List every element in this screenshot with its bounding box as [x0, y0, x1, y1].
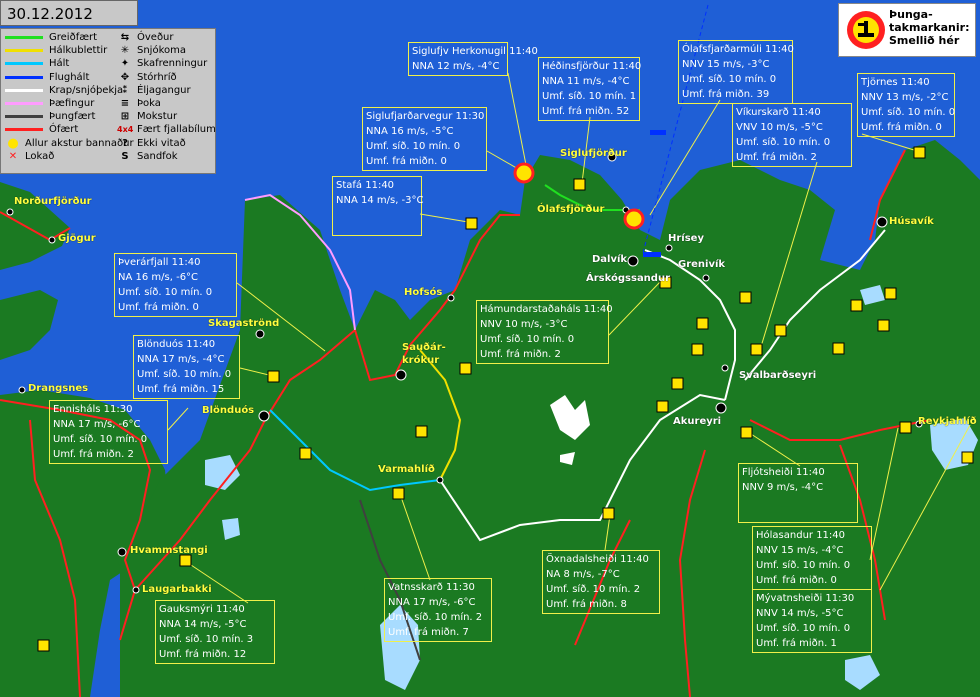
legend-row-road: Ófært — [5, 123, 134, 136]
snow-patches — [550, 395, 590, 465]
legend-row-weather: ✦Skafrenningur — [117, 57, 216, 70]
legend-row-road: Krap/snjóþekja — [5, 84, 134, 97]
legend-row-road: Flughált — [5, 71, 134, 84]
lakes — [205, 285, 978, 690]
town-label[interactable]: Blönduós — [202, 405, 255, 416]
snow-showers-icon: ⁑ — [122, 84, 128, 96]
town-label[interactable]: Árskógssandur — [586, 273, 671, 284]
red-x-icon: ✕ — [8, 150, 18, 162]
drifting-snow-icon: ✦ — [120, 58, 130, 70]
town-label[interactable]: Drangsnes — [28, 383, 89, 394]
restrictions-text: Þunga- takmarkanir: Smellið hér — [889, 8, 970, 47]
town-label[interactable]: Reykjahlíð — [918, 416, 977, 427]
legend-row-road: Hált — [5, 57, 134, 70]
town-label[interactable]: Siglufjörður — [560, 148, 627, 159]
blizzard-icon: ✥ — [120, 71, 130, 83]
legend-row-closed: ●Allur akstur bannaður — [5, 135, 133, 151]
legend-row-weather: ✳Snjókoma — [117, 44, 216, 57]
town-label[interactable]: Akureyri — [673, 416, 722, 427]
land — [0, 140, 980, 697]
town-label[interactable]: Norðurfjörður — [14, 196, 92, 207]
weight-restrictions-button[interactable]: Þunga- takmarkanir: Smellið hér — [838, 3, 976, 57]
town-label[interactable]: Dalvík — [592, 254, 628, 265]
unknown-icon: ? — [122, 137, 128, 149]
town-label[interactable]: Svalbarðseyri — [739, 370, 817, 381]
legend-row-road: Þungfært — [5, 110, 134, 123]
town-label[interactable]: Skagaströnd — [208, 318, 280, 329]
town-label[interactable]: Sauðár- — [402, 342, 446, 353]
legend-row-weather: ≡Þoka — [117, 97, 216, 110]
weather-icons — [37, 146, 974, 652]
timestamp: 30.12.2012 11:43 — [0, 0, 138, 49]
legend-row-road: Greiðfært — [5, 31, 134, 44]
legend-row-weather: ?Ekki vitað — [117, 137, 216, 150]
fog-icon: ≡ — [120, 97, 130, 109]
closure-markers — [513, 162, 645, 230]
legend-row-weather: ⇆Óveður — [117, 31, 216, 44]
town-label[interactable]: Varmahlíð — [378, 464, 435, 475]
town-label[interactable]: Hvammstangi — [130, 545, 208, 556]
legend-row-weather: ⊞Mokstur — [117, 110, 216, 123]
ferry-route — [642, 4, 709, 254]
snowfall-icon: ✳ — [120, 45, 130, 57]
town-label[interactable]: Húsavík — [889, 216, 934, 227]
town-label[interactable]: Grenivík — [678, 259, 726, 270]
town-label[interactable]: krókur — [402, 355, 440, 366]
legend-weather: ⇆Óveður ✳Snjókoma ✦Skafrenningur ✥Stórhr… — [117, 31, 216, 163]
weight-restriction-sign-icon — [847, 11, 885, 49]
town-label[interactable]: Gjögur — [58, 233, 96, 244]
ferry-icons — [643, 130, 666, 257]
yellow-circle-icon: ● — [7, 135, 19, 151]
legend-row-locked: ✕Lokað — [5, 150, 134, 163]
legend-row-road: Þæfingur — [5, 97, 134, 110]
town-label[interactable]: Hofsós — [404, 287, 443, 298]
legend-roads: Greiðfært Hálkublettir Hált Flughált Kra… — [5, 31, 134, 163]
town-dots — [6, 152, 923, 594]
town-label[interactable]: Laugarbakki — [142, 584, 212, 595]
legend-row-road: Hálkublettir — [5, 44, 134, 57]
sandstorm-icon: S — [121, 150, 129, 162]
legend: Greiðfært Hálkublettir Hált Flughált Kra… — [0, 28, 216, 174]
plowing-icon: ⊞ — [120, 111, 130, 123]
mountain-vehicle-icon: 4x4 — [117, 125, 134, 135]
town-label[interactable]: Hrísey — [668, 233, 704, 244]
town-label[interactable]: Ólafsfjörður — [537, 204, 605, 215]
legend-row-weather: ✥Stórhríð — [117, 71, 216, 84]
storm-icon: ⇆ — [120, 32, 130, 43]
legend-row-weather: ⁑Éljagangur — [117, 84, 216, 97]
